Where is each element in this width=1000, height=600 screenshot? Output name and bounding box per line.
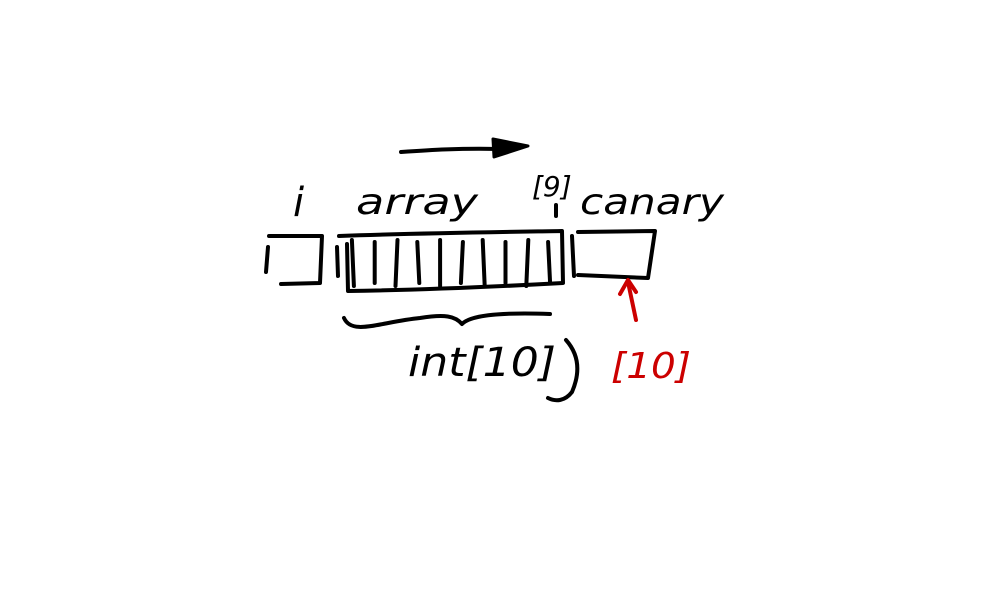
overflow-pointer-arrow	[618, 278, 638, 322]
index-variable-label: i	[293, 180, 304, 226]
array-variable-label: array	[356, 182, 479, 223]
array-cell-divider	[415, 240, 422, 285]
array-cell-divider	[480, 238, 487, 288]
index-variable-box	[264, 234, 324, 286]
array-cell-divider	[393, 238, 400, 288]
array-cell-divider	[349, 238, 356, 288]
type-label-bracket-tail	[546, 338, 580, 403]
array-cell-divider	[546, 240, 553, 285]
array-cell-divider	[458, 240, 465, 285]
canary-box	[570, 229, 657, 280]
array-cell-divider	[524, 238, 531, 288]
last-index-label: [9]	[532, 170, 572, 203]
overflow-index-label: [10]	[611, 346, 691, 387]
array-box	[335, 229, 565, 293]
array-size-brace	[342, 311, 552, 329]
write-direction-arrow	[399, 137, 530, 159]
array-type-label: int[10]	[408, 340, 556, 386]
canary-variable-label: canary	[580, 182, 725, 223]
